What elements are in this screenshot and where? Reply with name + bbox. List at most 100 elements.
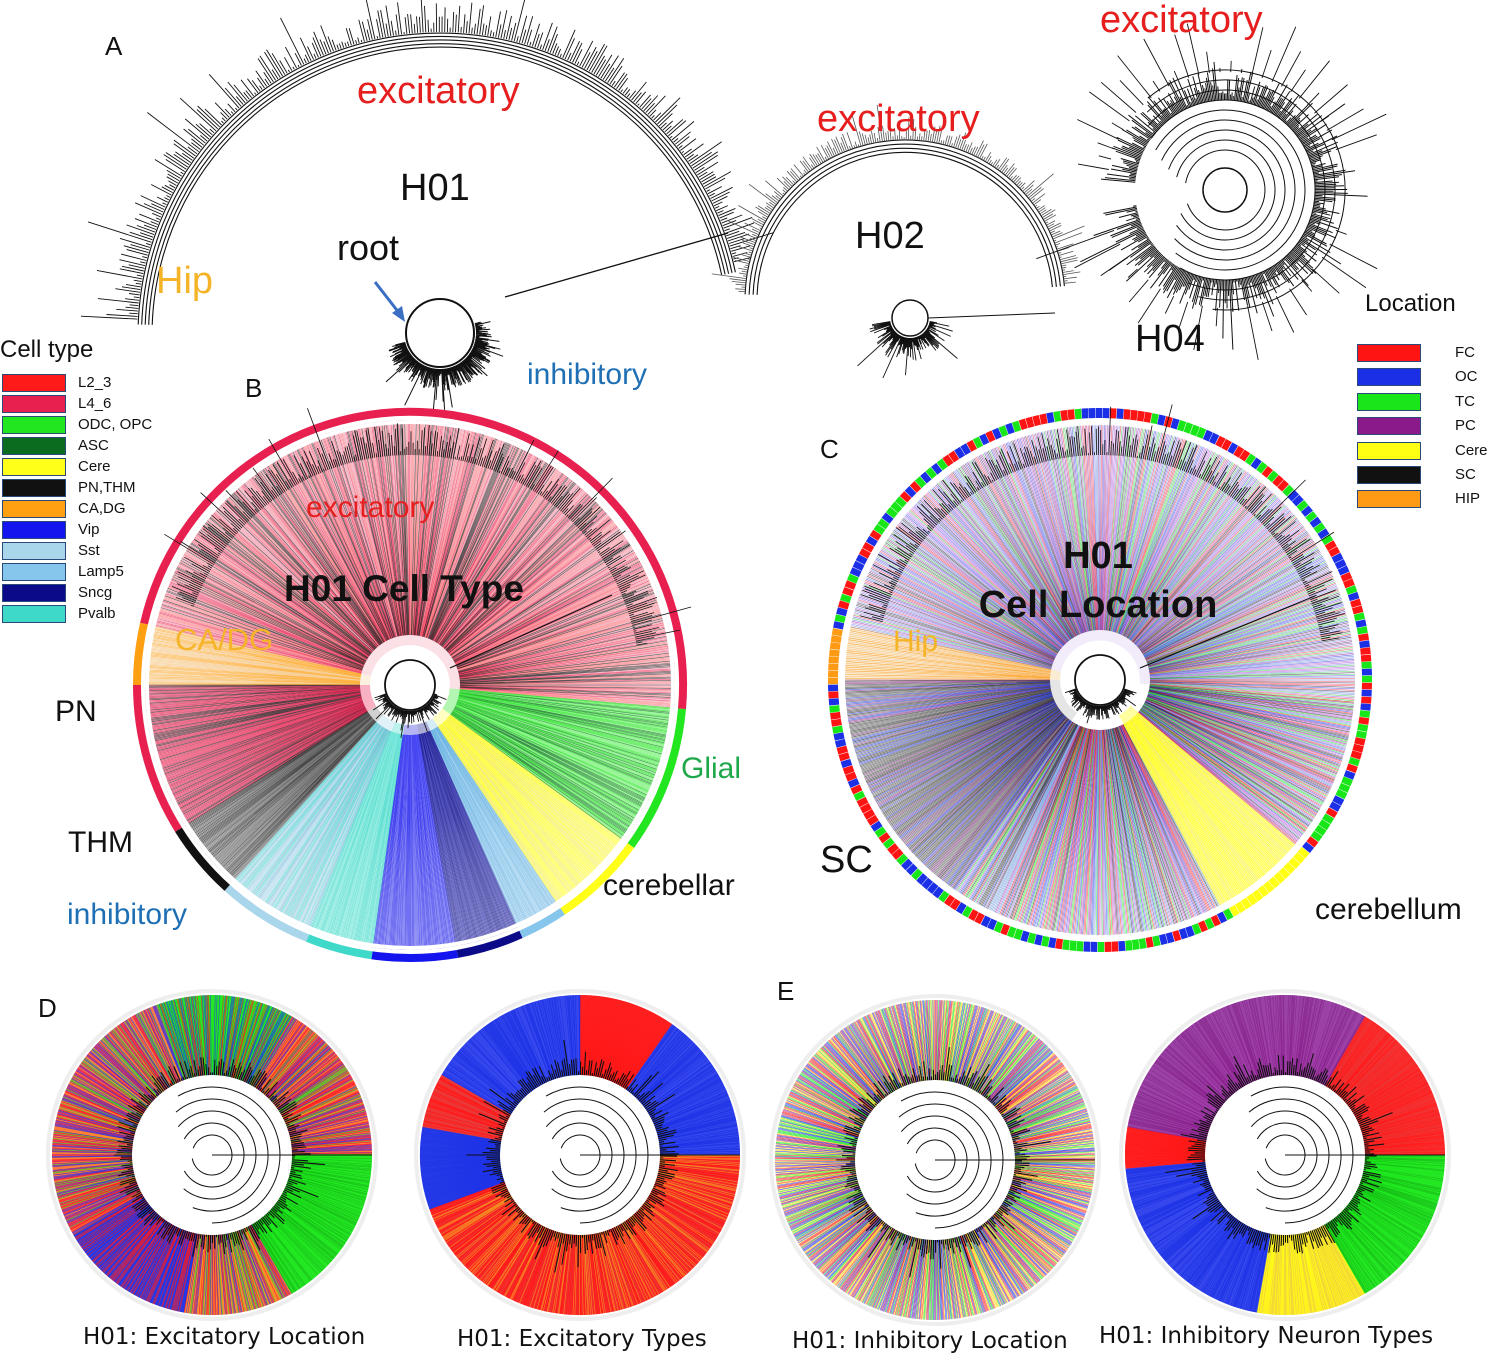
tree-h04-leaves [1080,61,1368,350]
tree-c-ring-segment [838,752,850,762]
arrow-root-head [392,306,405,322]
tree-c-ring-segment [1341,776,1353,787]
tree-c-ring-segment [850,784,863,795]
cell-type-legend-swatch [2,416,66,434]
tree-c-ring-segment [1353,612,1366,622]
tree-c-ring-segment [1348,757,1360,767]
tree-c-ring-segment [831,628,843,637]
tree-c-ring-segment [849,567,862,578]
cell-type-legend-swatch [2,584,66,602]
cell-type-legend-swatch [2,563,66,581]
tree-b-leaves [164,408,692,646]
tree-c-rays-sc [845,680,1072,890]
tree-c-ring-segment [1131,939,1140,950]
wheel-d2-arc [545,1110,625,1200]
location-legend-swatch [1357,368,1421,387]
tree-c-ring-segment [1360,654,1372,662]
tree-c-ring-segment [847,573,859,584]
tree-c-ring-segment [1165,931,1175,944]
tree-c-ring-segment [829,705,840,713]
tree-c-ring-segment [968,909,979,922]
tree-b-rays-sst [232,721,392,931]
tree-c-branch [1139,595,1316,669]
tree-c-ring-segment [1263,880,1275,893]
tree-c-ring-segment [1267,470,1279,483]
tree-c-ring-segment [1246,893,1258,906]
tree-c-ring-segment [1198,920,1209,933]
wheel-e2-rays [1258,1198,1363,1316]
tree-c-rays-sc [844,679,1071,887]
tree-h01-branch [504,232,729,298]
tree-c-ring-segment [966,439,978,452]
tree-c-ring-segment [833,621,845,630]
tree-b-rays-pn [144,685,368,826]
tree-b-rays-vip [376,734,457,951]
tree-c-ring-segment [895,496,907,508]
wheel-e1-arc [898,1103,992,1217]
tree-c-ring-segment [1053,410,1062,422]
label-excitatory-h01: excitatory [357,70,520,112]
wheel-d1-rays [236,1154,373,1294]
wheel-e2-arc [1250,1086,1354,1224]
location-legend-row: Cere [1355,441,1500,462]
wheel-e2-arc [1250,1110,1330,1200]
cell-type-legend-title: Cell type [0,336,94,363]
wheel-d1-arc [175,1098,269,1212]
cell-type-legend-swatch [2,437,66,455]
tree-c-ring-segment [974,912,985,925]
tree-b-rays-sncg [418,730,519,946]
tree-c-ring-segment [891,848,904,860]
wheel-d1-rays [51,1076,169,1235]
tree-b-branch [449,594,613,669]
tree-c-ring-segment [842,586,854,597]
tree-c-ring-segment [1046,412,1055,424]
tree-h04-arc [1185,149,1266,231]
tree-h02-leaves-inner [857,321,958,379]
tree-c-ring-segment [1209,432,1220,445]
text-layer: A excitatory H01 root Hip inhibitory exc… [38,0,1462,1023]
cell-type-legend-label: Vip [78,521,100,538]
location-legend-row: FC [1355,344,1500,364]
tree-c-ring-segment [1288,857,1301,869]
tree-c-ring-segment [866,814,879,826]
cell-type-legend-row: Pvalb [0,605,170,625]
wheel-d2-rays [579,994,673,1115]
label-h04: H04 [1135,318,1205,360]
tree-c-ring-segment [1273,871,1286,884]
tree-c-ring-segment [877,518,890,530]
tree-c-ring-segment [855,554,868,565]
tree-c-ring-segment [830,711,841,720]
cell-type-legend-row: Sst [0,542,170,562]
tree-c-ring-segment [906,863,918,876]
tree-c-ring-segment [1020,930,1030,943]
label-h01: H01 [400,167,470,209]
tree-c-ring-segment [1145,936,1154,948]
panel-letter-e: E [777,976,794,1006]
tree-c-ring-segment [949,898,961,911]
tree-c-ring-segment [1332,795,1345,806]
cell-type-legend-label: Sst [78,542,100,559]
cell-type-legend-label: L4_6 [78,395,112,412]
tree-c-ring-segment [1354,737,1366,746]
tree-c-rays-cortex [850,424,1356,690]
tree-c-rays-hip [844,628,1052,681]
wheel-d1-rays [76,1005,195,1129]
tree-c-ring-segment [1074,408,1082,420]
tree-c-ring-segment [828,698,840,706]
tree-c-ring-segment [1018,418,1028,430]
tree-c-rays-right [1139,684,1354,834]
tree-c-ring-segment [1210,914,1221,927]
tree-h04-arc [1155,109,1306,271]
cell-type-legend-row: PN,THM [0,479,170,499]
tree-c-rays-hip [844,626,1052,680]
tree-c-ring-segment [1343,770,1356,780]
tree-c-ring-segment [1062,939,1070,951]
wheel-e2-rays [1125,1159,1277,1313]
tree-b-ring-vip [371,949,459,962]
tree-c-ring-segment [1183,422,1194,434]
tree-c-ring-segment [1283,862,1296,874]
cell-type-legend-row: L2_3 [0,374,170,394]
tree-c-ring-segment [991,427,1002,440]
tree-c-ring-segment [1011,420,1022,433]
